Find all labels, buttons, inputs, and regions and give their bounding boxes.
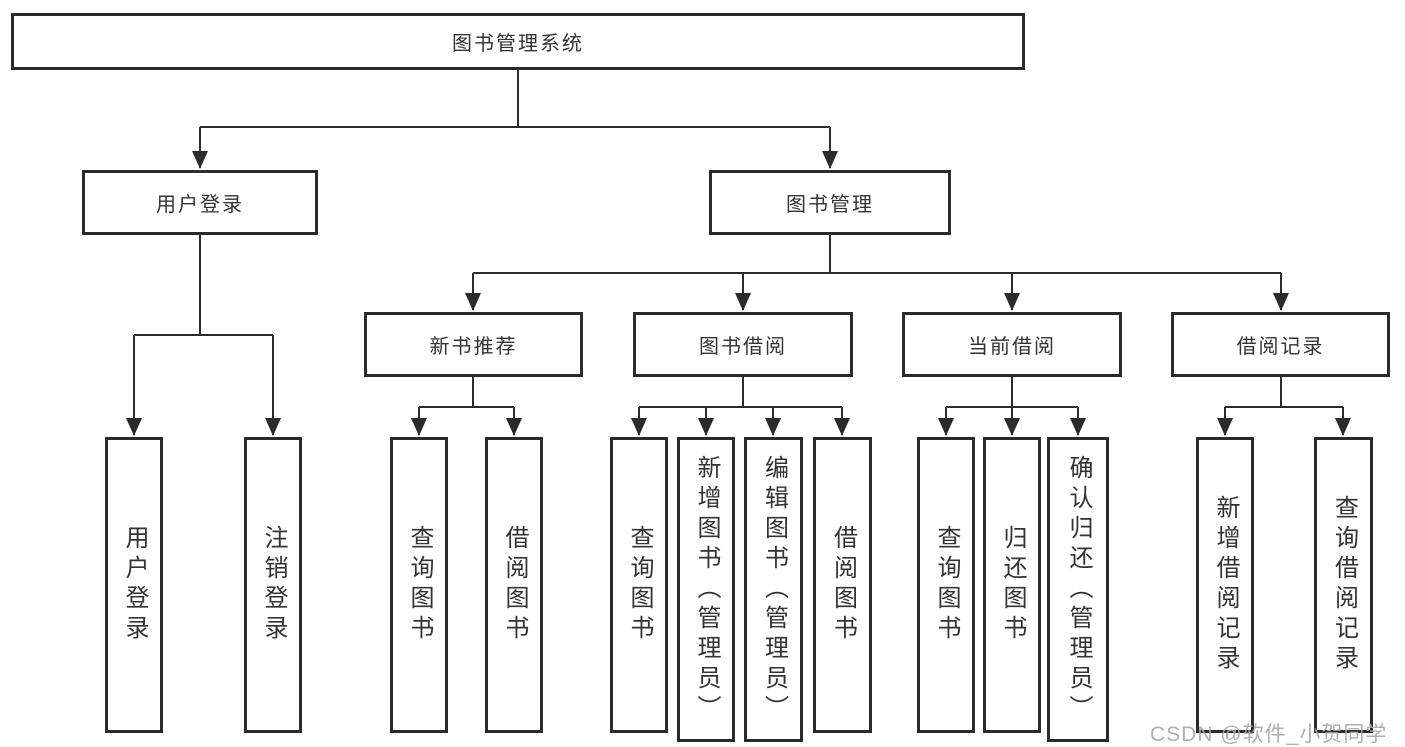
node-label: 新书推荐 [429,336,518,358]
node-label: 图书借阅 [699,336,787,358]
leaf-query-books-borrow: 查询图书 [610,437,668,733]
leaf-query-books-recommend: 查询图书 [390,437,448,733]
node-label: 借阅记录 [1236,336,1325,358]
node-label: 图书管理 [786,194,874,216]
leaf-label: 新增借阅记录 [1212,495,1239,675]
leaf-confirm-return-admin: 确认归还（管理员） [1047,437,1109,742]
node-new-book-recommendation: 新书推荐 [364,312,583,377]
leaf-label: 查询图书 [933,525,960,645]
csdn-watermark: CSDN @软件_小贺同学 [1150,723,1388,746]
leaf-query-books-current: 查询图书 [917,437,975,733]
leaf-label: 归还图书 [999,525,1026,645]
leaf-label: 借阅图书 [829,525,857,645]
leaf-label: 查询借阅记录 [1330,495,1358,675]
leaf-add-borrow-record: 新增借阅记录 [1196,437,1254,733]
node-current-borrowing: 当前借阅 [902,312,1122,377]
node-label: 用户登录 [156,194,244,216]
leaf-label: 新增图书（管理员） [693,454,720,725]
node-borrowing-records: 借阅记录 [1171,312,1390,377]
leaf-query-borrow-record: 查询借阅记录 [1314,437,1373,733]
leaf-label: 借阅图书 [501,525,528,645]
leaf-logout: 注销登录 [244,437,302,733]
leaf-add-book-admin: 新增图书（管理员） [677,437,735,742]
leaf-return-book: 归还图书 [983,437,1041,733]
leaf-label: 注销登录 [260,525,287,645]
leaf-label: 查询图书 [406,525,433,645]
leaf-label: 查询图书 [626,525,653,645]
leaf-borrow-books-recommend: 借阅图书 [485,437,543,733]
leaf-label: 确认归还（管理员） [1065,454,1092,725]
leaf-user-login: 用户登录 [105,437,163,733]
node-library-management-system: 图书管理系统 [11,13,1025,70]
node-label: 当前借阅 [968,336,1056,358]
leaf-edit-book-admin: 编辑图书（管理员） [744,437,803,742]
node-label: 图书管理系统 [452,33,584,55]
leaf-label: 编辑图书（管理员） [760,454,788,725]
leaf-label: 用户登录 [121,525,148,645]
node-book-management: 图书管理 [709,170,951,235]
leaf-borrow-books: 借阅图书 [813,437,872,733]
node-user-login: 用户登录 [82,170,318,235]
node-book-borrowing: 图书借阅 [633,312,853,377]
